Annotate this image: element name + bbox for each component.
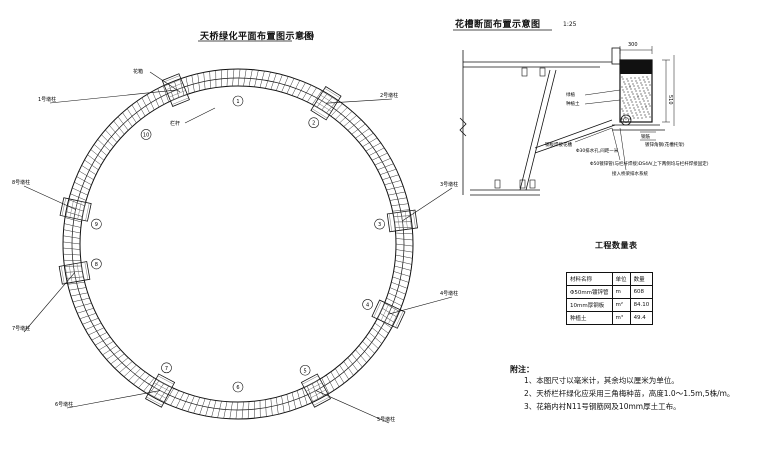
section-label-soil: 种植土 <box>566 100 580 107</box>
support-pillar <box>371 299 406 329</box>
plan-title: 天桥绿化平面布置图示意图 <box>200 32 315 42</box>
support-pillars: 1号墩柱 2号墩柱 3号墩柱 4号墩柱 5号墩柱 6号墩柱 7号墩柱 8号墩柱 <box>12 73 458 423</box>
table-cell: Φ50mm镀锌管 <box>566 285 613 299</box>
support-label: 6号墩柱 <box>55 401 73 408</box>
svg-text:1: 1 <box>236 99 239 105</box>
section-label-bar: 钢筋 <box>641 133 650 140</box>
label-flower-box: 花箱 <box>133 68 143 75</box>
support-label: 8号墩柱 <box>12 179 30 186</box>
svg-text:9: 9 <box>95 222 98 228</box>
plan-scale: 1:200 <box>297 33 315 40</box>
callout-marker: 8 <box>91 258 102 270</box>
table-cell: 49.4 <box>629 311 654 325</box>
section-label-plant: 绿植 <box>566 91 575 98</box>
svg-text:4: 4 <box>366 302 369 308</box>
svg-text:6: 6 <box>236 385 239 391</box>
callout-marker: 7 <box>161 362 172 374</box>
callout-marker: 1 <box>232 95 244 107</box>
callout-marker: 9 <box>91 218 102 230</box>
section-scale: 1:25 <box>563 21 577 28</box>
notes-title: 附注： <box>510 365 534 374</box>
table-cell: 材料名称 <box>566 272 613 286</box>
table-row: 材料名称单位数量 <box>566 272 654 286</box>
callout-marker: 5 <box>299 364 311 376</box>
table-cell: 单位 <box>611 272 631 286</box>
callout-marker: 6 <box>232 381 244 393</box>
section-title: 花槽断面布置示意图 <box>455 20 541 30</box>
callout-marker: 2 <box>308 117 320 129</box>
support-label: 2号墩柱 <box>380 92 398 99</box>
support-pillar <box>300 373 331 408</box>
support-label: 1号墩柱 <box>38 96 56 103</box>
svg-text:5: 5 <box>304 368 307 374</box>
section-label-steel1: 镀锌角钢(花槽托架) <box>645 141 685 148</box>
section-label-drain: Φ30排水孔,间距一米 <box>576 147 619 154</box>
quantity-table-title: 工程数量表 <box>595 241 638 250</box>
table-cell: 数量 <box>629 272 654 286</box>
section-dim-height: 510 <box>667 95 673 105</box>
table-cell: m² <box>611 298 631 312</box>
svg-text:7: 7 <box>165 366 168 372</box>
table-cell: 10mm厚钢板 <box>566 298 613 312</box>
section-label-bottom: 接入桥梁排水系统 <box>612 170 648 177</box>
table-cell: 608 <box>629 285 654 299</box>
support-label: 5号墩柱 <box>377 416 395 423</box>
callout-marker: 10 <box>140 129 152 140</box>
notes-list: 1、本图尺寸以毫米计，其余均以厘米为单位。 2、天桥栏杆绿化应采用三角梅种苗，高… <box>524 374 734 413</box>
svg-text:8: 8 <box>95 262 98 268</box>
table-cell: m³ <box>611 311 631 325</box>
note-line: 1、本图尺寸以毫米计，其余均以厘米为单位。 <box>524 376 679 385</box>
table-cell: 84.10 <box>629 298 654 312</box>
table-cell: 种植土 <box>566 311 613 325</box>
flower-box-ring <box>62 68 414 420</box>
callout-marker: 3 <box>374 218 385 230</box>
section-drawing <box>459 46 675 196</box>
note-line: 2、天桥栏杆绿化应采用三角梅种苗，高度1.0～1.5m,5株/m。 <box>524 389 735 398</box>
svg-text:3: 3 <box>378 222 381 228</box>
support-label: 3号墩柱 <box>440 181 458 188</box>
section-dim-width: 300 <box>628 42 638 48</box>
section-label-anchor: Φ50镀锌管(与栏杆焊接)DS4A(上下两侧均与栏杆焊接固定) <box>590 160 709 167</box>
label-railing: 栏杆 <box>170 120 180 127</box>
section-label-steel2: 钢板焊接花槽 <box>545 141 572 148</box>
table-cell: m <box>611 285 631 299</box>
svg-text:2: 2 <box>312 121 315 127</box>
support-pillar <box>145 373 176 408</box>
note-line: 3、花箱内衬N11号钢筋网及10mm厚土工布。 <box>524 402 681 411</box>
support-label: 4号墩柱 <box>440 290 458 297</box>
support-label: 7号墩柱 <box>12 325 30 332</box>
svg-text:10: 10 <box>143 132 149 138</box>
callout-marker: 4 <box>362 299 373 310</box>
